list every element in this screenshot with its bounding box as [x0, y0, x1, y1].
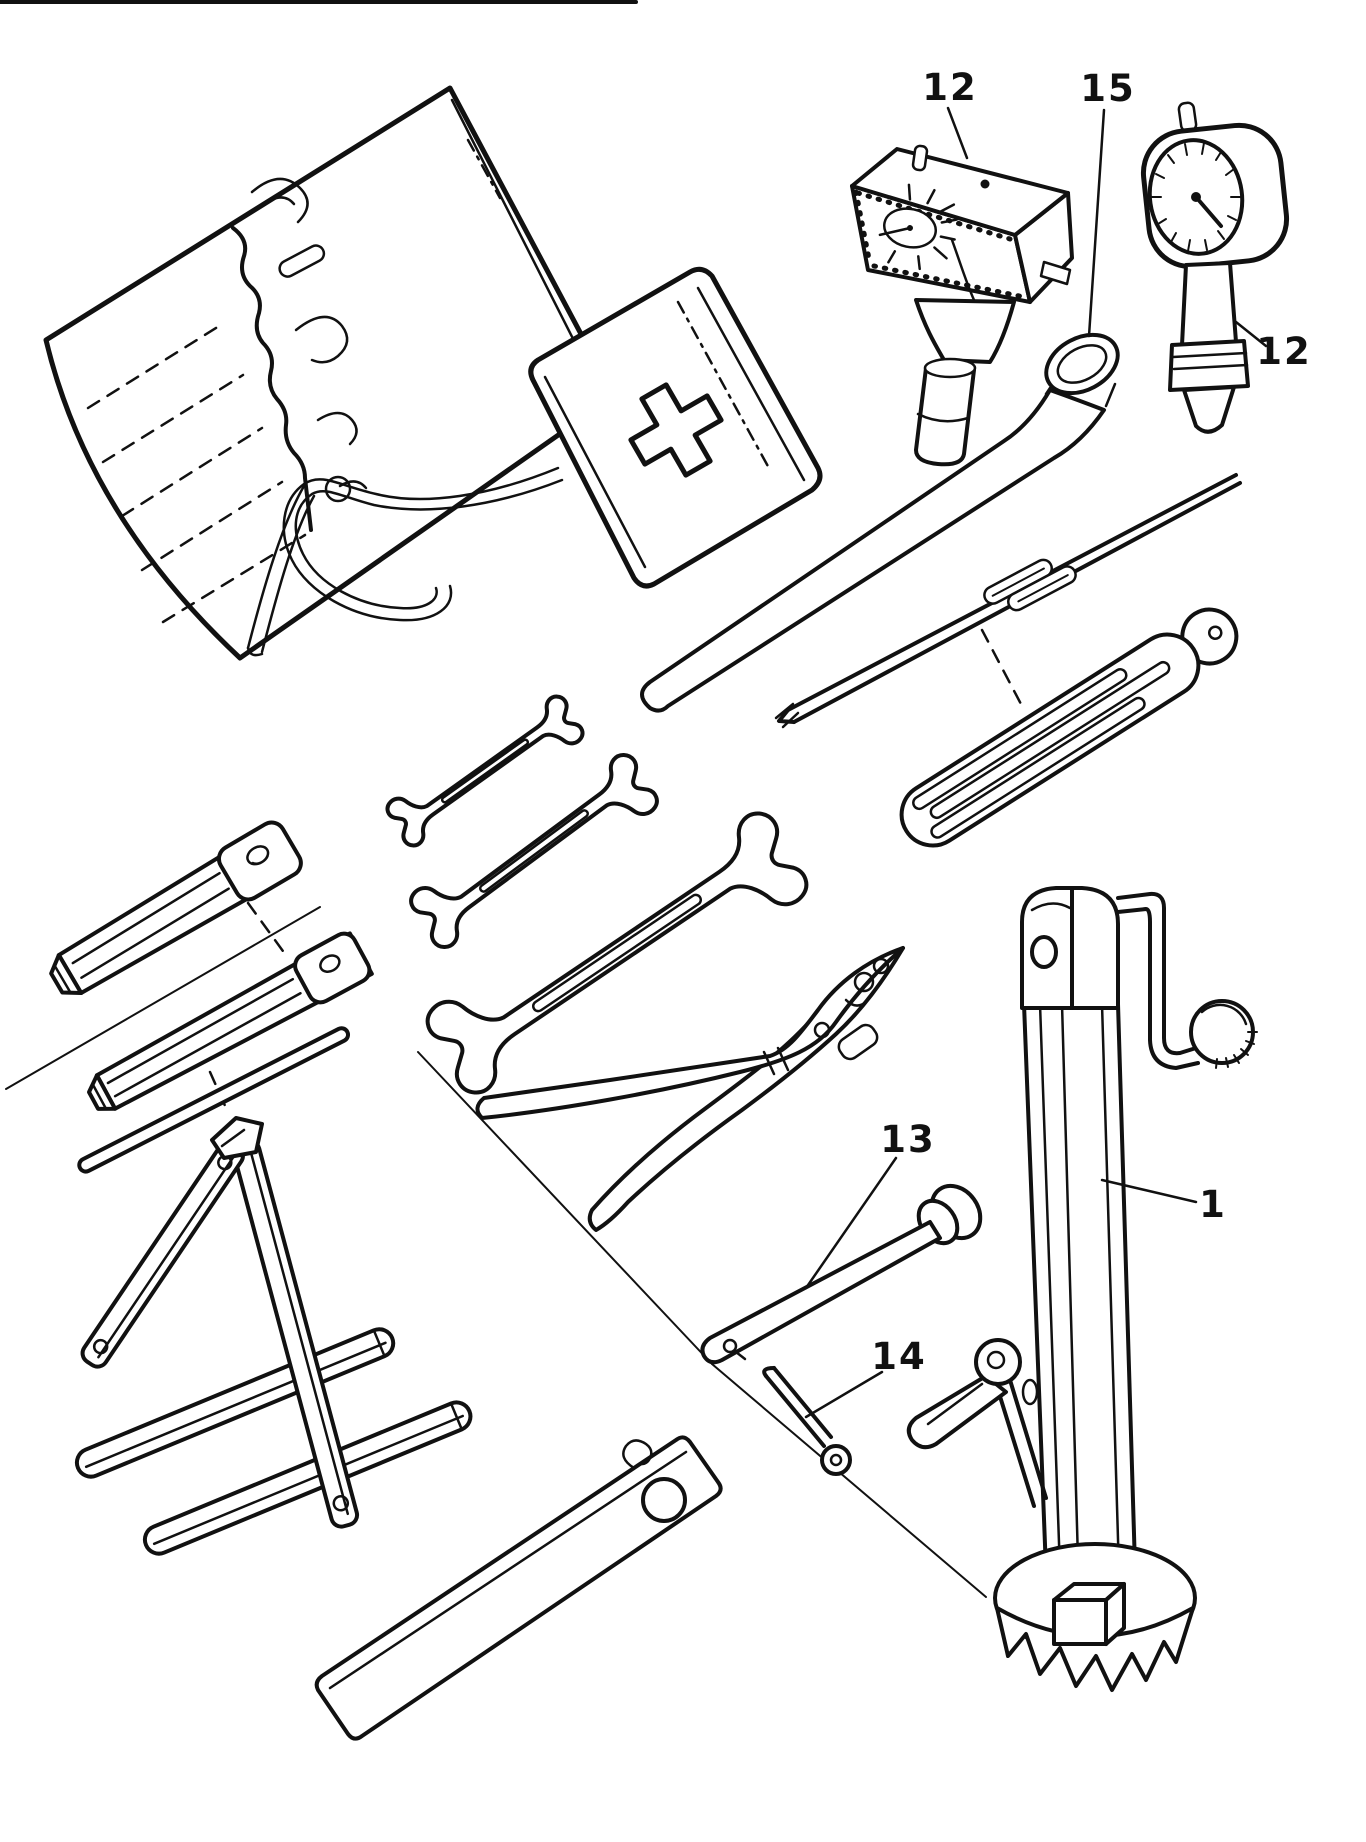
leader-12-dial-gauge	[1234, 320, 1268, 348]
wheel-wrench-socket	[1044, 332, 1120, 396]
screw-jack	[906, 886, 1258, 1692]
assembly-dash-line	[980, 628, 1024, 708]
gauge-ferrule	[914, 366, 976, 467]
box-pressure-gauge	[850, 144, 1074, 467]
triangle-foot-hole	[92, 1338, 109, 1355]
leader-14	[804, 1370, 884, 1419]
clevis-pin	[700, 1183, 983, 1365]
wheel-nut-wrench	[640, 332, 1120, 713]
part-label-12-dial-gauge: 12	[1256, 330, 1312, 373]
clevis-pin-hole	[722, 1338, 738, 1354]
triangle-stand-bars	[74, 1327, 473, 1556]
cotter-pin	[762, 1366, 852, 1476]
first-aid-cross	[628, 382, 724, 478]
screwdriver-blade	[774, 473, 1242, 729]
base-plate-grommet	[641, 1477, 687, 1523]
wrench-large	[425, 811, 809, 1095]
leader-13	[804, 1156, 898, 1290]
leader-1	[1100, 1178, 1198, 1204]
base-plate-hook	[622, 1439, 653, 1470]
jack-crank-knob	[1189, 999, 1255, 1065]
gauge-top-pin	[911, 144, 929, 172]
base-plate	[314, 1435, 723, 1741]
tool-roll-pocket-stitches	[86, 321, 307, 624]
pliers	[475, 946, 905, 1232]
wrench-small	[382, 685, 589, 856]
gauge-dial	[878, 183, 959, 271]
tommy-bar-hole	[319, 954, 341, 974]
tool-roll	[43, 85, 617, 661]
box-spanner-large	[49, 820, 303, 995]
pliers-pivot	[813, 1021, 831, 1039]
jack-bracket-hole	[1030, 935, 1058, 969]
part-label-1: 1	[1199, 1183, 1227, 1226]
tool-roll-contents	[250, 177, 368, 490]
warning-triangle	[80, 1116, 360, 1529]
pressure-gauge-stem	[1180, 261, 1238, 347]
screwdriver-blade-collar	[983, 558, 1077, 612]
part-label-13: 13	[880, 1118, 936, 1161]
part-labels: 12 15 12 13 14 1	[871, 66, 1312, 1378]
pliers-serration	[853, 971, 875, 993]
jack-lifting-arm	[906, 1338, 1048, 1508]
leader-12-box-gauge	[946, 106, 969, 160]
jack-arm-hole	[1021, 1378, 1039, 1406]
first-aid-kit	[528, 266, 823, 589]
handle-flutes	[912, 660, 1171, 839]
spanner-dash-line	[246, 901, 290, 960]
leader-lines	[804, 106, 1268, 1419]
cotter-pin-eye	[820, 1444, 852, 1476]
pressure-gauge-ticks	[1151, 142, 1241, 252]
gauge-top-dot	[980, 179, 990, 189]
tommy-bar	[77, 1026, 351, 1174]
tire-pressure-gauge	[1140, 101, 1290, 434]
mat-outline	[5, 906, 987, 1598]
part-label-14: 14	[871, 1335, 927, 1378]
tool-roll-strap	[246, 466, 564, 657]
wrench-medium	[404, 741, 665, 962]
jack-foot-block	[1052, 1582, 1126, 1646]
box-spanner-small	[87, 931, 374, 1111]
pliers-serration	[872, 957, 890, 975]
screwdriver-handle	[899, 607, 1239, 848]
leader-15	[1087, 108, 1106, 338]
part-label-15: 15	[1080, 67, 1136, 110]
triangle-apex-cap	[210, 1116, 264, 1160]
part-label-12-box-gauge: 12	[922, 66, 978, 109]
gauge-side-tab	[1039, 260, 1072, 286]
pliers-pipe-grip	[837, 1023, 879, 1061]
jack-crank	[1116, 891, 1258, 1070]
pressure-gauge-foot	[1182, 385, 1236, 434]
pressure-gauge-needle	[1194, 195, 1223, 228]
gauge-funnel	[914, 298, 1016, 364]
triangle-foot-hole	[332, 1495, 350, 1512]
